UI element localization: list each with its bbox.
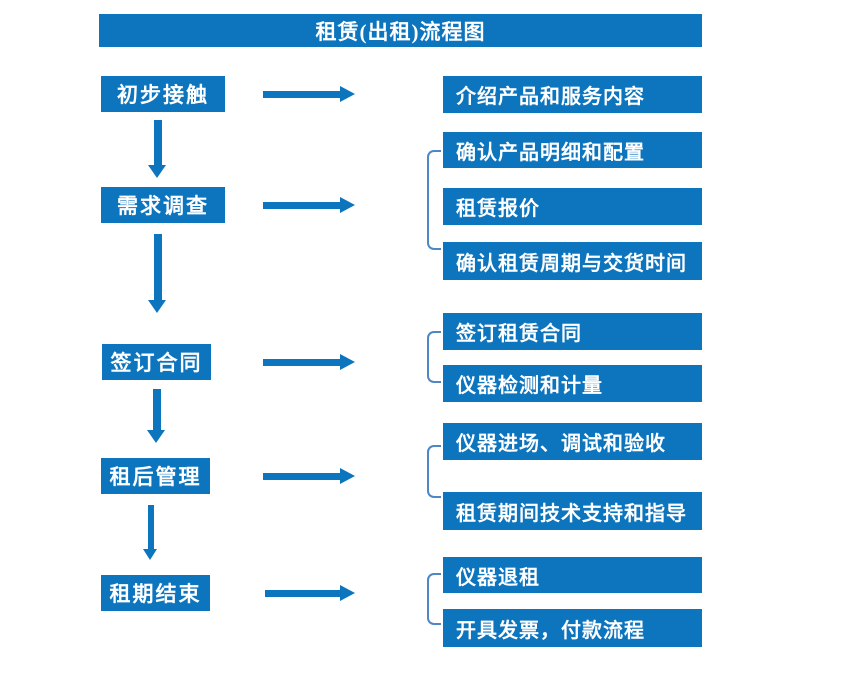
- flowchart-title: 租赁(出租)流程图: [99, 14, 702, 47]
- arrow-shaft: [263, 91, 342, 98]
- group-bracket: [427, 150, 441, 250]
- arrow-shaft: [147, 505, 154, 550]
- detail-box-instrument-setup-acceptance: 仪器进场、调试和验收: [443, 423, 702, 460]
- arrow-head: [143, 549, 157, 560]
- arrow-shaft: [263, 202, 342, 209]
- group-bracket: [427, 573, 441, 625]
- group-bracket: [427, 445, 441, 498]
- detail-box-confirm-period-delivery: 确认租赁周期与交货时间: [443, 242, 702, 280]
- flow-arrow-down-icon: [148, 120, 167, 178]
- arrow-shaft: [263, 473, 342, 480]
- arrow-head: [340, 585, 355, 601]
- flow-arrow-right-icon: [265, 585, 355, 602]
- detail-box-technical-support: 租赁期间技术支持和指导: [443, 492, 702, 530]
- arrow-shaft: [152, 389, 161, 431]
- arrow-head: [148, 165, 166, 178]
- flow-arrow-right-icon: [263, 197, 355, 214]
- detail-box-confirm-product-config: 确认产品明细和配置: [443, 132, 702, 168]
- flow-arrow-right-icon: [263, 354, 355, 371]
- arrow-shaft: [153, 120, 162, 166]
- stage-box-demand-survey: 需求调查: [101, 187, 225, 223]
- detail-box-rental-quotation: 租赁报价: [443, 188, 702, 225]
- arrow-head: [340, 86, 355, 102]
- stage-box-initial-contact: 初步接触: [101, 76, 225, 112]
- detail-box-introduce-products: 介绍产品和服务内容: [443, 76, 702, 113]
- group-bracket: [427, 331, 441, 383]
- arrow-head: [147, 430, 165, 443]
- stage-box-rental-end: 租期结束: [101, 575, 210, 611]
- arrow-head: [340, 197, 355, 213]
- stage-box-sign-contract: 签订合同: [102, 344, 211, 380]
- flow-arrow-right-icon: [263, 468, 355, 485]
- flow-arrow-down-icon: [148, 234, 167, 313]
- flow-arrow-down-icon: [143, 505, 158, 560]
- flow-arrow-down-icon: [147, 389, 166, 443]
- arrow-head: [340, 354, 355, 370]
- flow-arrow-right-icon: [263, 86, 355, 103]
- detail-box-sign-rental-contract: 签订租赁合同: [443, 313, 702, 350]
- detail-box-instrument-testing: 仪器检测和计量: [443, 365, 702, 402]
- arrow-shaft: [153, 234, 162, 301]
- arrow-head: [340, 468, 355, 484]
- arrow-shaft: [263, 359, 342, 366]
- detail-box-instrument-return: 仪器退租: [443, 557, 702, 593]
- stage-box-post-rental-management: 租后管理: [101, 458, 210, 494]
- arrow-head: [148, 300, 166, 313]
- arrow-shaft: [265, 590, 342, 597]
- detail-box-invoice-payment: 开具发票，付款流程: [443, 609, 702, 647]
